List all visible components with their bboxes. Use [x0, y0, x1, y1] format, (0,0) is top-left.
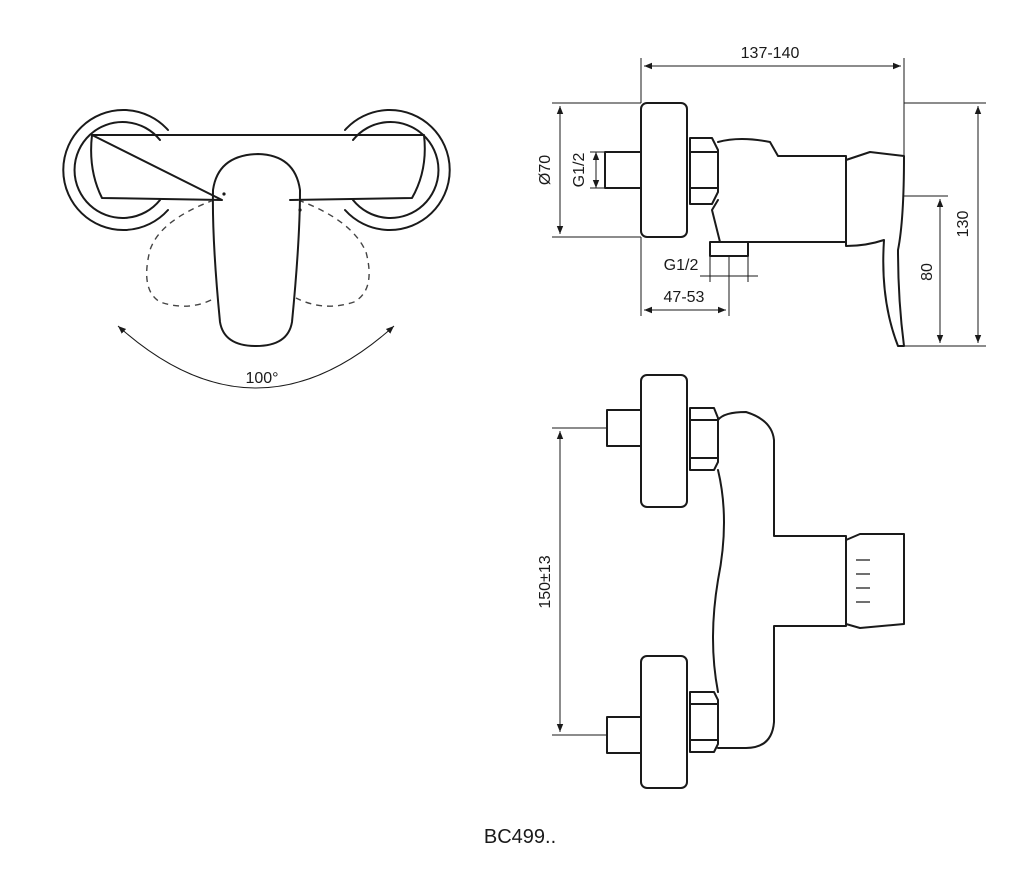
top-view: 150±13 — [537, 374, 905, 789]
handle-left-position — [146, 199, 216, 307]
inlet-stub — [604, 151, 642, 189]
handle-cap-top — [845, 533, 905, 629]
mixer-body — [90, 134, 426, 201]
lever-side — [845, 151, 905, 347]
lower-flange — [640, 655, 688, 789]
lever-handle — [211, 153, 301, 347]
front-view: 100° — [62, 109, 451, 389]
outlet-height-label: 80 — [919, 263, 936, 281]
handle-right-position — [295, 199, 370, 307]
total-height-label: 130 — [955, 211, 972, 238]
inlet-spacing-label: 150±13 — [537, 555, 554, 608]
side-view: Ø70 G1/2 137-140 G1/2 47-53 80 130 — [537, 45, 986, 347]
lower-inlet — [606, 716, 642, 754]
angle-label: 100° — [245, 370, 278, 387]
outlet-stub — [709, 241, 749, 257]
outlet-thread-label: G1/2 — [664, 257, 699, 274]
product-code: BC499.. — [484, 826, 556, 848]
wall-flange — [640, 102, 688, 238]
depth-label: 137-140 — [741, 45, 800, 62]
left-rosette — [62, 109, 169, 231]
upper-inlet — [606, 409, 642, 447]
right-rosette — [344, 109, 451, 231]
hex-nut — [689, 137, 719, 205]
flange-diameter-label: Ø70 — [537, 155, 554, 185]
angle-arc — [117, 325, 395, 389]
inlet-thread-label: G1/2 — [571, 153, 588, 188]
mixer-body-top — [717, 411, 847, 749]
outlet-offset-label: 47-53 — [664, 289, 705, 306]
upper-flange — [640, 374, 688, 508]
mixer-body-side — [711, 138, 847, 243]
